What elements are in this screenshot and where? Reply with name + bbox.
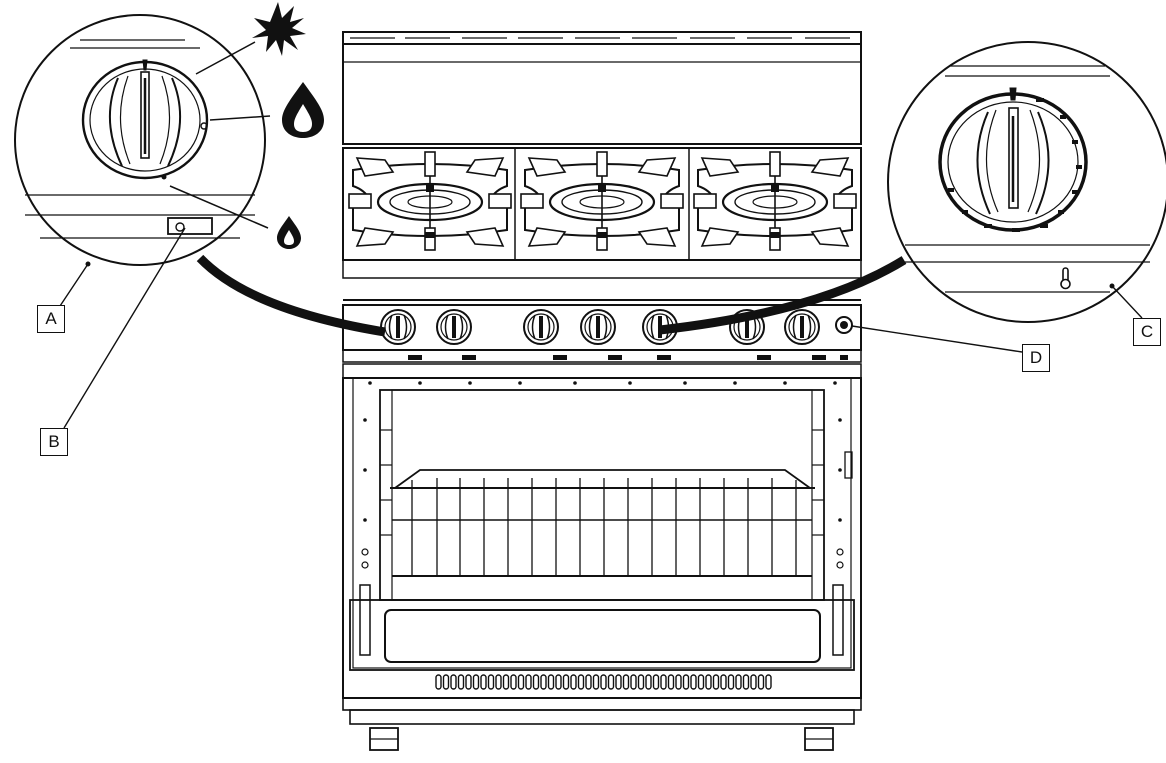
vent-slot <box>622 674 630 690</box>
vent-slot <box>585 674 592 690</box>
vent-slot <box>615 674 622 690</box>
vent-slot <box>667 674 675 690</box>
callout-d: D <box>1022 344 1050 372</box>
knob-7 <box>784 309 820 345</box>
door-window <box>384 609 821 663</box>
vent-slot <box>442 674 450 690</box>
thermometer-icon <box>1060 267 1071 290</box>
vent-slot <box>555 674 562 690</box>
vent-slot <box>675 674 682 690</box>
vent-slot <box>742 674 750 690</box>
vent-slot <box>517 674 525 690</box>
wire-rack <box>390 469 815 577</box>
vent-slot <box>637 674 645 690</box>
vent-slot <box>630 674 637 690</box>
knob-4 <box>580 309 616 345</box>
vent-slot <box>652 674 660 690</box>
vent-slot <box>577 674 585 690</box>
vent-slot <box>525 674 532 690</box>
vent-slot <box>562 674 570 690</box>
callout-a: A <box>37 305 65 333</box>
knob-1 <box>380 309 416 345</box>
vent-slot <box>727 674 735 690</box>
vent-slot <box>705 674 712 690</box>
vent-slot <box>750 674 757 690</box>
vent-slot <box>510 674 517 690</box>
vent-slot <box>682 674 690 690</box>
vent-slot <box>570 674 577 690</box>
vent-slot <box>465 674 472 690</box>
vent-slot <box>645 674 652 690</box>
high-flame-icon <box>282 82 324 138</box>
callout-b: B <box>40 428 68 456</box>
magnifier-c <box>659 41 1166 335</box>
knob-indicator-marks <box>408 355 848 360</box>
oven-cavity <box>379 389 825 601</box>
vent-slot <box>457 674 465 690</box>
vent-slot <box>607 674 615 690</box>
vent-slots <box>435 674 772 690</box>
vent-slot <box>502 674 510 690</box>
vent-slot <box>472 674 480 690</box>
vent-slot <box>697 674 705 690</box>
vent-slot <box>592 674 600 690</box>
cooker-body <box>342 31 862 751</box>
burner-right <box>692 150 858 252</box>
vent-slot <box>480 674 487 690</box>
ignition-button <box>835 316 853 334</box>
vent-slot <box>487 674 495 690</box>
vent-slot <box>712 674 720 690</box>
low-flame-icon <box>277 216 301 249</box>
vent-slot <box>720 674 727 690</box>
burner-middle <box>519 150 685 252</box>
spark-icon <box>252 2 306 56</box>
vent-slot <box>495 674 502 690</box>
burner-left <box>347 150 513 252</box>
vent-slot <box>532 674 540 690</box>
vent-slot <box>450 674 457 690</box>
vent-slot <box>660 674 667 690</box>
vent-slot <box>765 674 772 690</box>
vent-slot <box>690 674 697 690</box>
vent-slot <box>757 674 765 690</box>
vent-slot <box>600 674 607 690</box>
rack-runners <box>380 429 824 536</box>
knob-2 <box>436 309 472 345</box>
vent-slot <box>540 674 547 690</box>
oven-rivets <box>363 381 842 522</box>
backsplash <box>342 43 862 145</box>
oven-door <box>349 599 855 671</box>
knob-3 <box>523 309 559 345</box>
vent-slot <box>735 674 742 690</box>
oven-body <box>342 377 862 699</box>
magnifier-a <box>14 14 386 337</box>
callout-c: C <box>1133 318 1161 346</box>
vent-slot <box>547 674 555 690</box>
